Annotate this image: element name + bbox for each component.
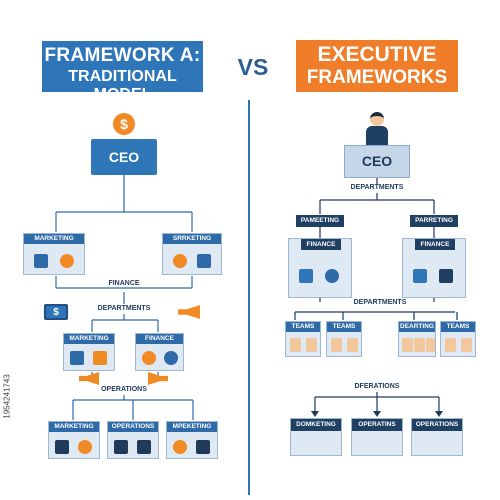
money-icon (34, 254, 48, 268)
megaphone-small-icon (196, 440, 210, 454)
left-dept-box-label: MARKETING (64, 334, 114, 344)
person-icon (426, 338, 435, 352)
left-dept-box-marketing: MARKETING (63, 333, 115, 371)
executive-avatar-icon (366, 112, 388, 146)
left-ops-box-label: MARKETING (49, 422, 99, 432)
mail-icon (70, 351, 84, 365)
dollar-icon (173, 440, 187, 454)
right-finance-panel-1: FINANCE (288, 238, 352, 298)
right-team-box-label: TEAMS (441, 322, 475, 332)
right-finance-label: FINANCE (301, 239, 341, 250)
right-team-box-4: TEAMS (440, 321, 476, 357)
center-divider (248, 100, 250, 495)
right-ops-box-label: OPERATIONS (412, 419, 462, 431)
left-top-box-label: MARKETING (24, 234, 84, 244)
right-finance-label: FINANCE (415, 239, 455, 250)
right-team-box-2: TEAMS (326, 321, 362, 357)
person-icon (461, 338, 472, 352)
chart-icon (299, 269, 313, 283)
right-title-line1: EXECUTIVE (317, 43, 437, 66)
puzzle-icon (439, 269, 453, 283)
person-icon (290, 338, 301, 352)
right-team-box-label: TEAMS (327, 322, 361, 332)
person-icon (197, 254, 211, 268)
right-operations-label: DFERATIONS (354, 383, 400, 390)
puzzle-icon (93, 351, 107, 365)
left-top-box-sales: SRRKETING (162, 233, 222, 275)
chart-icon (413, 269, 427, 283)
left-departments-label: DEPARTMENTS (97, 305, 151, 312)
right-finance-panel-2: FINANCE (402, 238, 466, 298)
left-ops-box-label: OPERATIONS (108, 422, 158, 432)
person-icon (414, 338, 425, 352)
people-icon (325, 269, 339, 283)
right-ops-box-3: OPERATIONS (411, 418, 463, 456)
cash-icon: $ (44, 304, 68, 320)
box-icon (137, 440, 151, 454)
right-ops-box-label: OPERATINS (352, 419, 402, 431)
left-operations-label: OPERATIONS (101, 386, 147, 393)
left-top-box-label: SRRKETING (163, 234, 221, 244)
right-top-box-2: PARRETING (410, 215, 458, 227)
person-icon (331, 338, 342, 352)
person-icon (402, 338, 413, 352)
right-ops-box-1: DOMKETING (290, 418, 342, 456)
clock-icon (164, 351, 178, 365)
left-ops-box-operations: OPERATIONS (107, 421, 159, 459)
chart-icon (173, 254, 187, 268)
right-departments-label: DEPARTMENTS (350, 184, 404, 191)
right-ops-box-label: DOMKETING (291, 419, 341, 431)
right-ops-box-2: OPERATINS (351, 418, 403, 456)
vs-label: VS (237, 54, 269, 80)
left-dept-box-label: FINANCE (136, 334, 183, 344)
right-top-box-1: PAMEETING (296, 215, 344, 227)
left-ceo-box: CEO (91, 139, 157, 175)
left-ops-box-marketing2: MPEKETING (166, 421, 218, 459)
left-title-line2: TRADITIONAL MODEL (68, 68, 177, 103)
right-team-box-label: TEAMS (286, 322, 320, 332)
megaphone-small-icon (55, 440, 69, 454)
left-top-box-marketing: MARKETING (23, 233, 85, 275)
person-icon (445, 338, 456, 352)
right-team-box-1: TEAMS (285, 321, 321, 357)
person-icon (306, 338, 317, 352)
gear-icon (78, 440, 92, 454)
person-icon (347, 338, 358, 352)
right-team-box-3: DEARTING (398, 321, 436, 357)
left-title-line1: FRAMEWORK A: (44, 45, 201, 66)
left-title-banner: FRAMEWORK A: TRADITIONAL MODEL (42, 41, 203, 103)
right-title-banner: EXECUTIVE FRAMEWORKS (296, 40, 458, 92)
tools-icon (114, 440, 128, 454)
pie-icon (142, 351, 156, 365)
right-departments-label-2: DEPARTMENTS (353, 299, 407, 306)
left-ops-box-label: MPEKETING (167, 422, 217, 432)
right-ceo-box: CEO (344, 145, 410, 178)
left-finance-label: FINANCE (108, 280, 140, 287)
stock-id-watermark: 1954241743 (2, 374, 12, 419)
left-dept-box-finance: FINANCE (135, 333, 184, 371)
right-title-line2: FRAMEWORKS (306, 67, 448, 88)
left-ops-box-marketing: MARKETING (48, 421, 100, 459)
dollar-coin-icon: $ (113, 113, 135, 135)
right-team-box-label: DEARTING (399, 322, 435, 332)
target-icon (60, 254, 74, 268)
